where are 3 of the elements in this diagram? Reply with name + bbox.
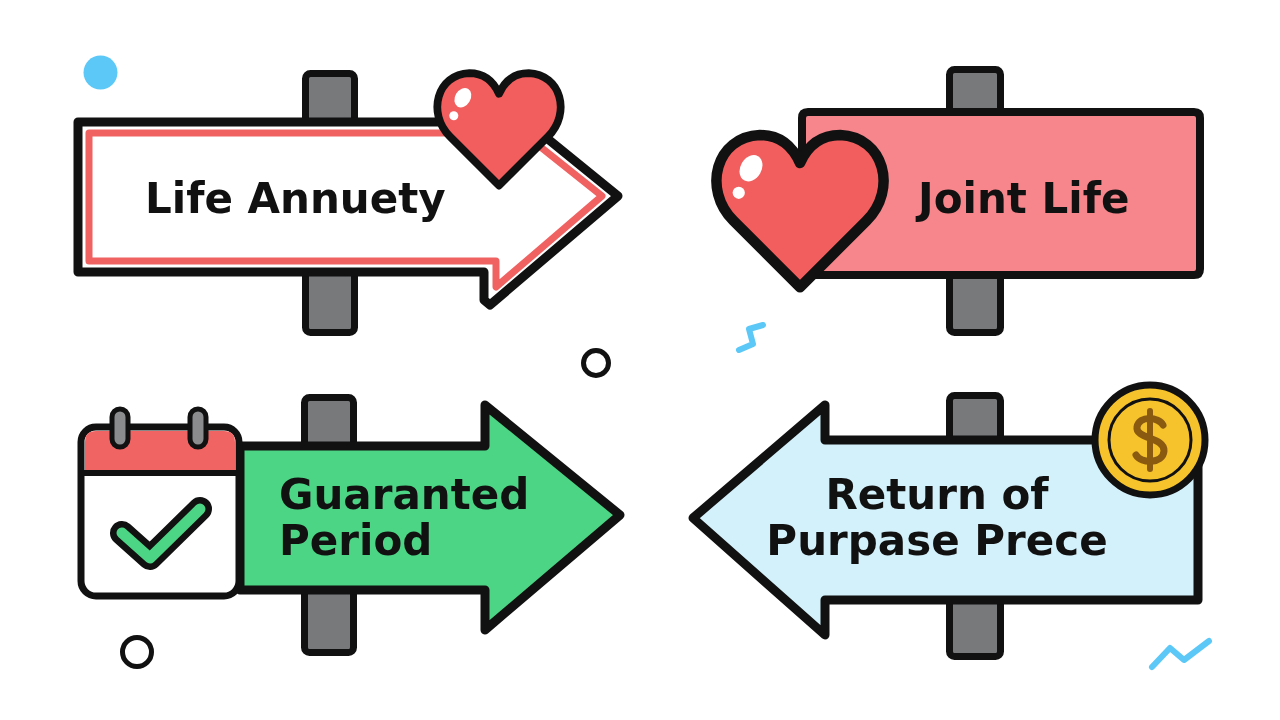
sign-text: Return of Purpase Prece [765,472,1109,564]
sign-text: Life Annuety [145,176,447,222]
sign-text: Guaranted Period [279,472,531,564]
